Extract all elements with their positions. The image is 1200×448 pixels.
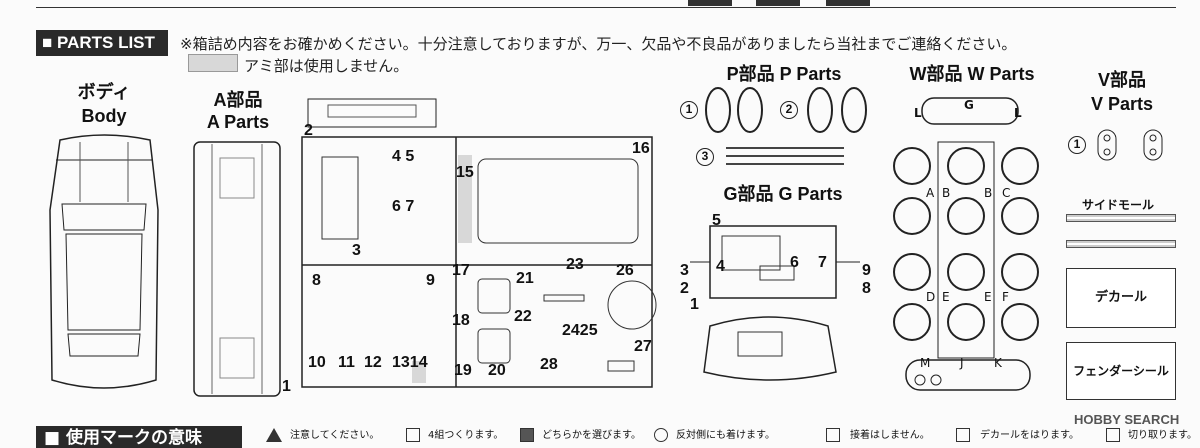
part-label-9: 9	[426, 272, 435, 289]
part-label-11: 11	[338, 354, 355, 371]
part-label-8: 8	[312, 272, 321, 289]
g-label-4: 4	[716, 258, 725, 275]
parts-list-header: ■ PARTS LIST	[36, 30, 168, 56]
part-label-10: 10	[308, 354, 326, 371]
part-label-15: 15	[456, 164, 474, 181]
caution-icon	[266, 428, 282, 442]
w-label-G: G	[964, 98, 974, 112]
side-mold-strip	[1066, 240, 1176, 248]
a-parts-title-jp: A部品	[213, 90, 263, 110]
body-drawing	[49, 134, 159, 389]
decal-box: デカール	[1066, 268, 1176, 328]
check-icon	[406, 428, 420, 442]
part-label-13-14: 1314	[392, 354, 428, 371]
part-label-3: 3	[352, 242, 361, 259]
side-mold-label: サイドモール	[1082, 198, 1155, 212]
part-label-18: 18	[452, 312, 470, 329]
a-parts-title-en: A Parts	[206, 112, 270, 132]
fender-seal-box: フェンダーシール	[1066, 342, 1176, 400]
v-parts-title-en: V Parts	[1090, 94, 1154, 114]
decal-label: デカール	[1094, 290, 1147, 305]
part-label-19: 19	[454, 362, 472, 379]
g-label-7: 7	[818, 254, 827, 271]
part-label-4-5: 4 5	[392, 148, 415, 165]
g-label-8: 8	[862, 280, 871, 297]
body-title-jp: ボディ	[77, 82, 131, 102]
g-parts-title: G部品 G Parts	[723, 184, 843, 204]
p-parts-tires	[705, 87, 867, 165]
p-part-number-2: 2	[780, 101, 798, 119]
top-mark	[826, 0, 870, 6]
w-label-L-right: L	[1014, 106, 1022, 120]
mirror-icon	[654, 428, 668, 442]
w-label-L-left: L	[914, 106, 922, 120]
part-label-6-7: 6 7	[392, 198, 415, 215]
w-label-B-right: B	[984, 186, 993, 200]
a-parts-chassis	[193, 141, 281, 397]
w-label-C: C	[1002, 186, 1011, 200]
w-label-E-left: E	[942, 290, 950, 304]
footer-title: ■ 使用マークの意味	[44, 428, 202, 448]
body-part-number: 1	[282, 378, 291, 395]
g-label-5: 5	[712, 212, 721, 229]
legend-cut: 切り取ります。	[1128, 430, 1197, 441]
top-border	[36, 0, 1176, 8]
legend-no-glue: 接着はしません。	[850, 430, 930, 441]
part-label-21: 21	[516, 270, 534, 287]
part-label-12: 12	[364, 354, 382, 371]
w-label-D: D	[926, 290, 936, 304]
w-parts-title: W部品 W Parts	[909, 64, 1035, 84]
top-mark	[688, 0, 732, 6]
mesh-swatch	[188, 54, 238, 72]
notice-text: ※箱詰め内容をお確かめください。十分注意しておりますが、万一、欠品や不良品があり…	[180, 35, 1017, 53]
legend-make-four: 4組つくります。	[428, 430, 504, 441]
part-label-17: 17	[452, 262, 470, 279]
v-part-number-1: 1	[1068, 136, 1086, 154]
w-label-A: A	[926, 186, 935, 200]
sprue-label-2: 2	[304, 122, 313, 139]
p-part-number-1: 1	[680, 101, 698, 119]
cut-icon	[1106, 428, 1120, 442]
no-glue-icon	[826, 428, 840, 442]
part-label-27: 27	[634, 338, 652, 355]
part-label-23: 23	[566, 256, 584, 273]
choose-icon	[520, 428, 534, 442]
legend-choose-one: どちらかを選びます。	[542, 430, 641, 441]
g-label-6: 6	[790, 254, 799, 271]
w-label-J: J	[960, 356, 964, 370]
watermark: HOBBY SEARCH	[1074, 412, 1180, 427]
p-parts-title: P部品 P Parts	[726, 64, 842, 84]
legend-both-sides: 反対側にも着けます。	[676, 430, 775, 441]
part-label-28: 28	[540, 356, 558, 373]
g-label-9: 9	[862, 262, 871, 279]
legend-decal: デカールをはります。	[980, 430, 1079, 441]
footer-title-block	[36, 426, 242, 448]
part-label-22: 22	[514, 308, 532, 325]
w-label-E-right: E	[984, 290, 992, 304]
v-parts-title-jp: V部品	[1097, 70, 1146, 90]
legend-caution: 注意してください。	[290, 430, 380, 441]
part-label-20: 20	[488, 362, 506, 379]
g-label-1: 1	[690, 296, 699, 313]
top-mark	[756, 0, 800, 6]
mesh-notice-text: アミ部は使用しません。	[244, 57, 409, 75]
main-sprue-frame	[301, 98, 657, 388]
g-label-2: 2	[680, 280, 689, 297]
g-parts-sprue	[690, 225, 860, 381]
w-parts-wheels	[893, 97, 1039, 391]
part-label-16: 16	[632, 140, 650, 157]
part-label-26: 26	[616, 262, 634, 279]
w-label-F: F	[1002, 290, 1009, 304]
p-part-number-3: 3	[696, 148, 714, 166]
w-label-K: K	[994, 356, 1002, 370]
w-label-M: M	[920, 356, 931, 370]
decal-icon	[956, 428, 970, 442]
part-label-24-25: 2425	[562, 322, 598, 339]
fender-seal-label: フェンダーシール	[1073, 364, 1169, 378]
body-title-en: Body	[81, 106, 127, 126]
w-label-B-left: B	[942, 186, 951, 200]
side-mold-strip	[1066, 214, 1176, 222]
v-parts-drawing	[1097, 129, 1163, 161]
g-label-3: 3	[680, 262, 689, 279]
